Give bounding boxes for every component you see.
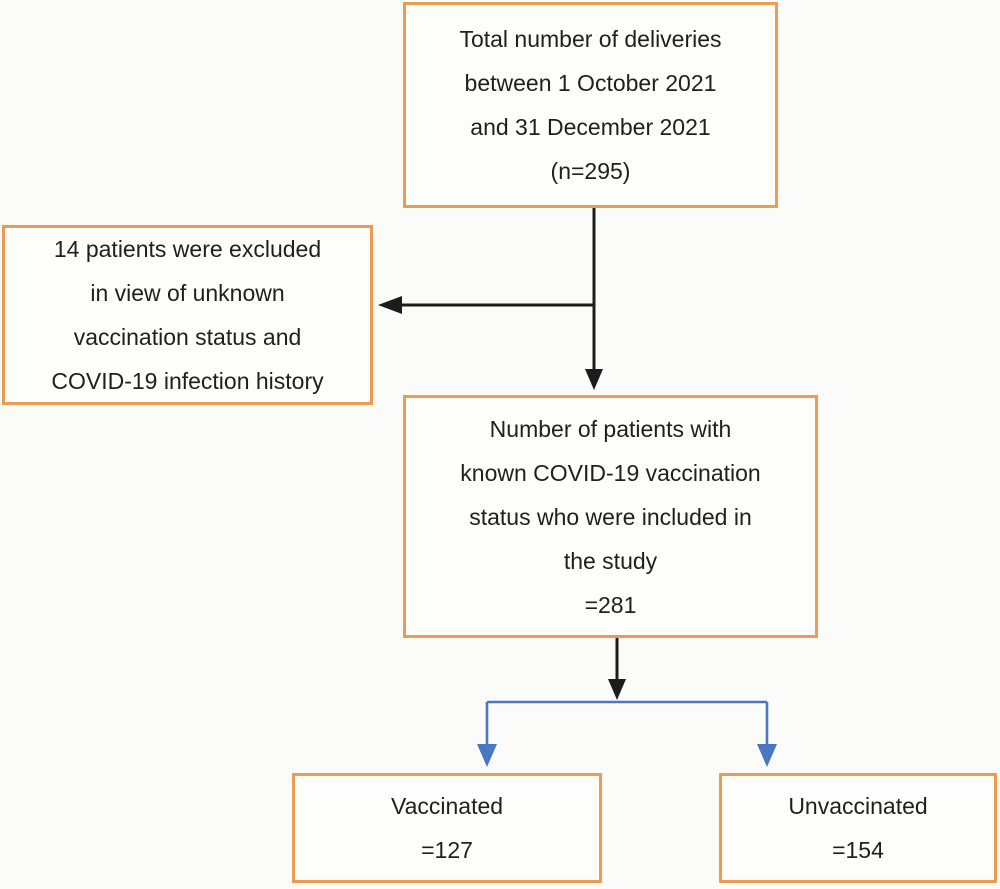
box-included-patients-text: Number of patients with known COVID-19 v… xyxy=(460,415,761,618)
box-total-deliveries-text: Total number of deliveries between 1 Oct… xyxy=(459,26,722,184)
arrow-total-to-included xyxy=(585,208,603,390)
connector-split xyxy=(477,700,777,767)
box-excluded-patients-text: 14 patients were excluded in view of unk… xyxy=(51,236,324,394)
arrow-to-excluded xyxy=(378,296,595,314)
box-total-deliveries: Total number of deliveries between 1 Oct… xyxy=(403,2,778,208)
arrow-included-to-split xyxy=(608,638,626,700)
box-vaccinated: Vaccinated =127 xyxy=(292,773,602,883)
box-unvaccinated: Unvaccinated =154 xyxy=(719,773,997,883)
box-excluded-patients: 14 patients were excluded in view of unk… xyxy=(2,225,373,405)
arrowhead-to-unvaccinated xyxy=(757,744,777,767)
box-vaccinated-text: Vaccinated =127 xyxy=(390,793,504,863)
box-unvaccinated-text: Unvaccinated =154 xyxy=(788,793,928,863)
arrowhead-to-vaccinated xyxy=(477,744,497,767)
box-included-patients: Number of patients with known COVID-19 v… xyxy=(403,395,818,638)
